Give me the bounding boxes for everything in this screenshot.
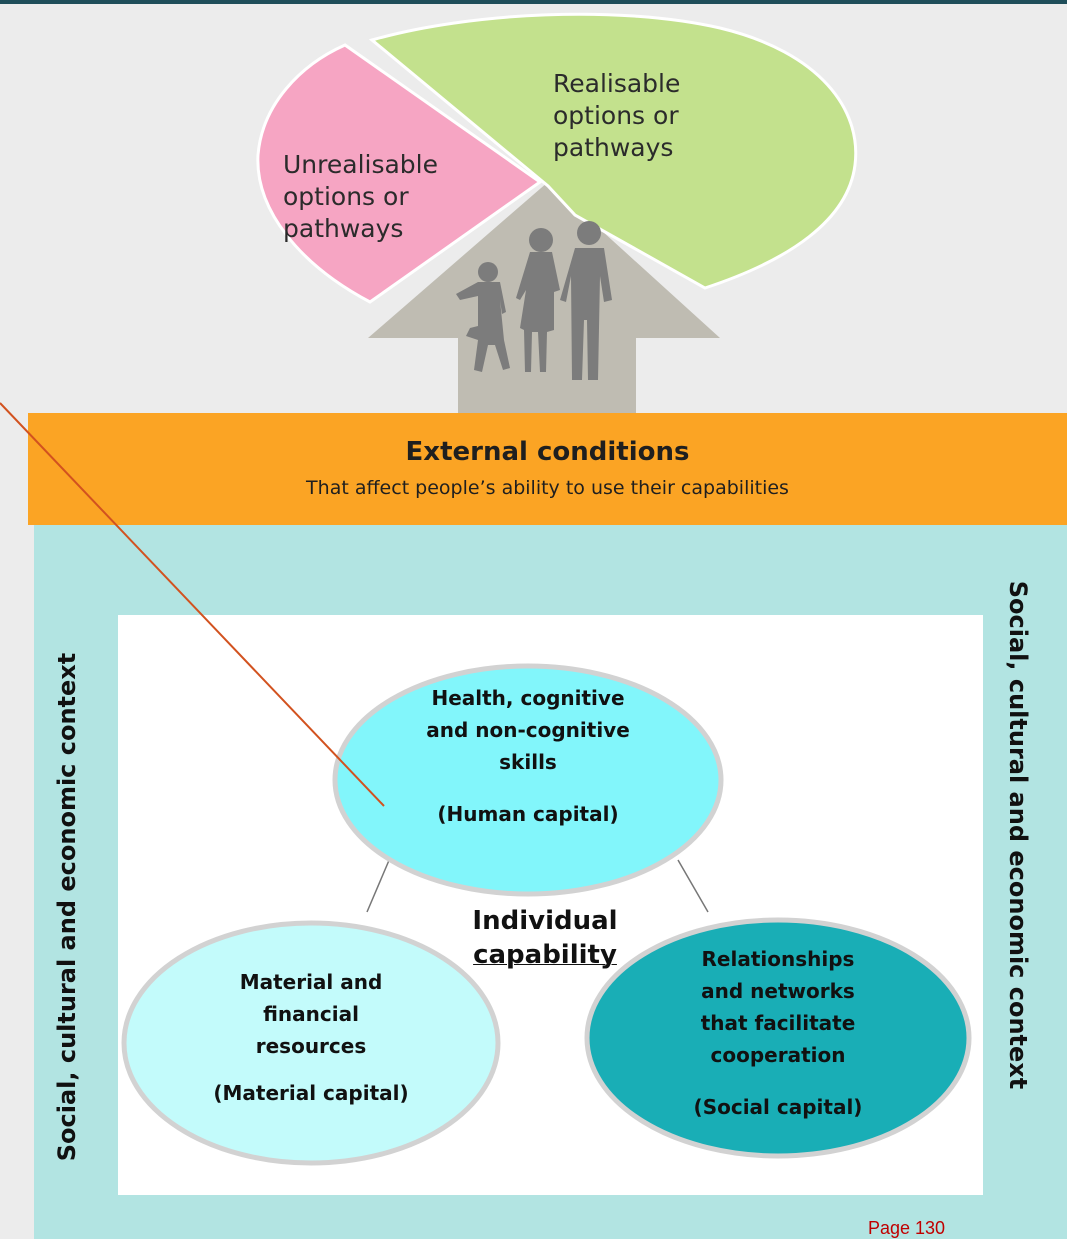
unrealisable-label: Unrealisable options or pathways [283, 150, 439, 243]
human-capital-text: Health, cognitive and non-cognitive skil… [426, 686, 630, 774]
human-capital-tag: (Human capital) [437, 802, 619, 826]
center-label-line1: Individual [472, 906, 618, 936]
individual-capability-label: Individual capability [470, 904, 620, 972]
connector-human-material [366, 857, 391, 913]
social-capital-text: Relationships and networks that facilita… [700, 947, 856, 1067]
external-conditions-band: External conditions That affect people’s… [28, 413, 1067, 525]
center-label-line2: capability [473, 940, 617, 970]
material-capital-tag: (Material capital) [213, 1081, 409, 1105]
external-conditions-subtitle: That affect people’s ability to use thei… [306, 477, 789, 499]
realisable-slice [368, 12, 858, 290]
context-label-left: Social, cultural and economic context [53, 652, 81, 1162]
human-capital-ellipse [332, 663, 724, 897]
connector-human-social [677, 859, 709, 913]
page-number: Page 130 [868, 1218, 946, 1238]
external-conditions-title: External conditions [405, 437, 690, 467]
top-rule [0, 0, 1067, 4]
social-capital-ellipse [584, 917, 972, 1159]
context-label-right: Social, cultural and economic context [1004, 580, 1032, 1090]
realisable-label: Realisable options or pathways [553, 69, 681, 162]
family-silhouette-icon [456, 221, 612, 380]
material-capital-ellipse [121, 920, 501, 1166]
unrealisable-slice [256, 43, 543, 304]
material-capital-text: Material and financial resources [239, 970, 383, 1058]
annotation-line [0, 402, 385, 807]
social-capital-tag: (Social capital) [693, 1095, 863, 1119]
